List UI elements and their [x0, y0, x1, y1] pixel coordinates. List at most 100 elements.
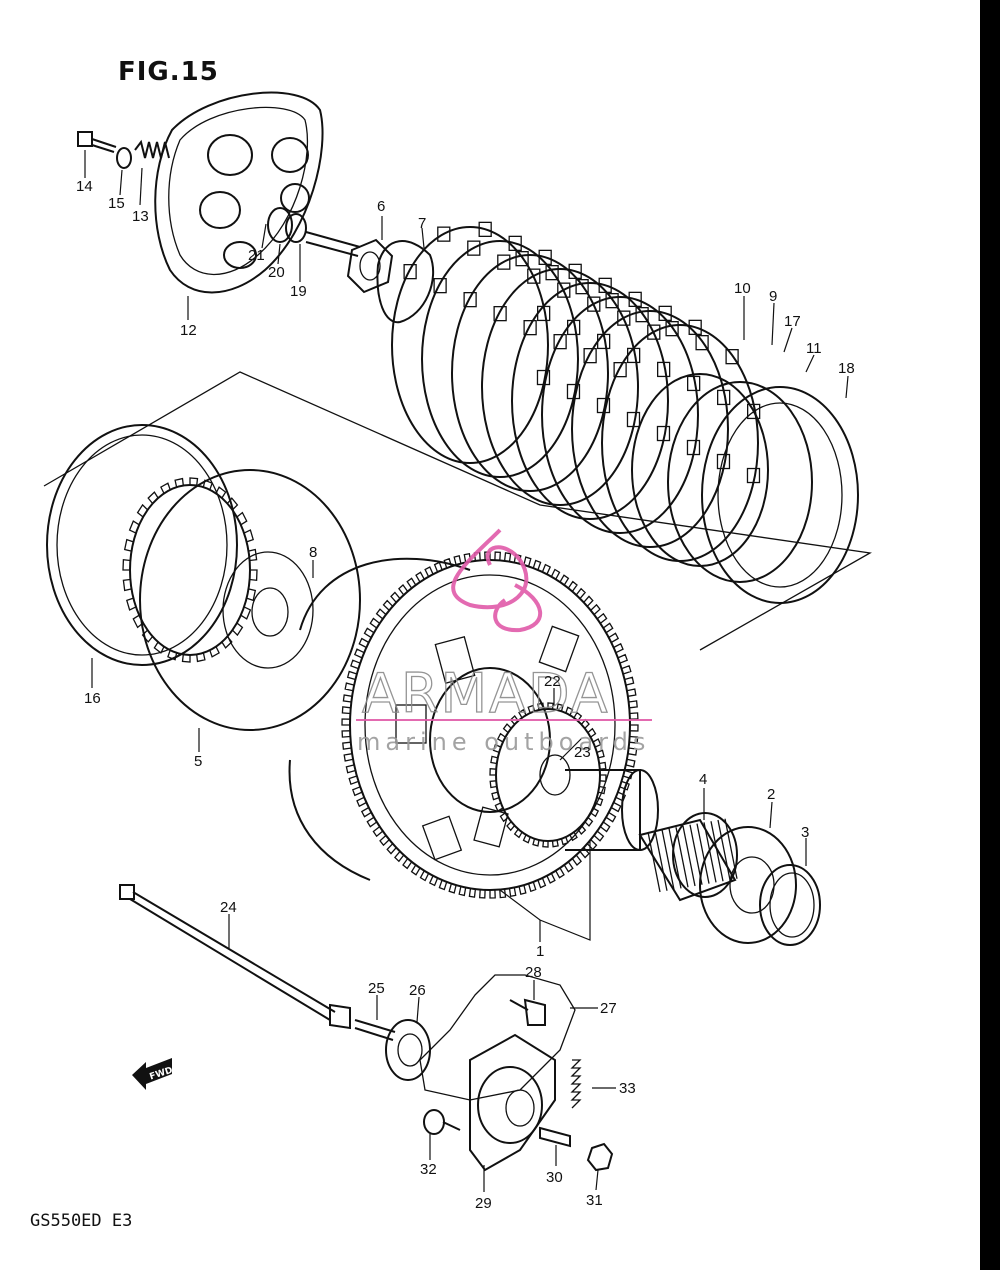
washer-21: [285, 213, 307, 243]
pressure-plate-assembly: [77, 91, 361, 294]
bearing-20: [267, 207, 293, 243]
washer-15: [116, 147, 132, 169]
plate-tab: [746, 467, 761, 484]
nut-6: [346, 238, 394, 294]
needle-bearing-4: [638, 812, 738, 902]
plate-tab: [523, 320, 537, 336]
callout-16: 16: [84, 690, 101, 707]
assembly-box: [43, 371, 872, 651]
callout-11: 11: [806, 340, 822, 357]
callout-1: 1: [536, 943, 544, 960]
watermark: ARMADA marine outboards: [356, 528, 652, 756]
callout-23: 23: [574, 744, 591, 761]
pump-drive-gear-22: [495, 708, 601, 842]
plate-tab: [635, 307, 649, 323]
brand-logo-icon: [451, 528, 542, 633]
leader-lines: [84, 150, 849, 1192]
plate-tab: [747, 403, 761, 420]
callout-21: 21: [248, 247, 265, 264]
release-housing-29: [469, 1033, 556, 1172]
forward-arrow-icon: FWD: [132, 1058, 174, 1090]
callout-29: 29: [475, 1195, 492, 1212]
figure-title: FIG.15: [118, 57, 219, 87]
plate-tab: [553, 334, 567, 350]
bolt-28: [509, 998, 546, 1026]
plate-tab: [587, 296, 601, 312]
callout-labels: 14 15 13 21 20 19 12 6 7 10 9 17 11 18 8…: [76, 178, 855, 1212]
pump-gear-teeth: [489, 702, 607, 848]
callout-2: 2: [767, 786, 775, 803]
callout-14: 14: [76, 178, 93, 195]
callout-27: 27: [600, 1000, 617, 1017]
spacer-sleeve: [565, 769, 659, 851]
release-rod-24: [119, 884, 351, 1030]
callout-7: 7: [418, 215, 426, 232]
clutch-plate: [541, 296, 699, 534]
plate-tab: [687, 375, 701, 392]
plate-tab: [657, 361, 671, 378]
plate-tab: [658, 305, 672, 322]
gasket-27: [419, 974, 576, 1101]
plate-tab: [527, 268, 541, 284]
callout-22: 22: [544, 673, 561, 690]
spring-33: [570, 1059, 582, 1109]
bolt-14: [77, 131, 117, 153]
plate-tab: [605, 293, 619, 309]
callout-19: 19: [290, 283, 307, 300]
callout-31: 31: [586, 1192, 603, 1209]
oil-seal-26: [385, 1019, 431, 1081]
primary-gear-teeth: [341, 551, 639, 899]
plate-tab: [626, 411, 641, 428]
callout-13: 13: [132, 208, 149, 225]
plate-tab: [688, 319, 702, 336]
callout-33: 33: [619, 1080, 636, 1097]
plate-tab: [467, 240, 481, 256]
plate-tab: [437, 226, 451, 242]
plate-tab: [613, 362, 627, 378]
hub-spline-teeth: [122, 477, 258, 663]
pressure-plate-12: [154, 91, 324, 294]
plate-tab: [656, 425, 671, 442]
right-border: [980, 0, 1000, 1270]
pin-25: [354, 1019, 396, 1041]
callout-17: 17: [784, 313, 801, 330]
callout-6: 6: [377, 198, 385, 215]
callout-32: 32: [420, 1161, 437, 1178]
plate-tab: [583, 348, 597, 364]
callout-3: 3: [801, 824, 809, 841]
clutch-plate: [391, 226, 549, 464]
plate-tab: [433, 278, 447, 294]
plate-tab: [538, 249, 552, 266]
plate-tab: [463, 292, 477, 308]
plate-tab: [536, 369, 551, 386]
callout-4: 4: [699, 771, 707, 788]
plate-tab: [598, 277, 612, 294]
clutch-plate: [511, 282, 669, 520]
clutch-plate: [571, 310, 729, 548]
plate-tab: [403, 264, 417, 280]
callout-5: 5: [194, 753, 202, 770]
plate-tab: [617, 310, 631, 326]
plate-tab: [575, 279, 589, 295]
callout-25: 25: [368, 980, 385, 997]
callout-10: 10: [734, 280, 751, 297]
plate-11: [667, 381, 813, 583]
callout-24: 24: [220, 899, 237, 916]
watermark-tagline: marine outboards: [357, 728, 650, 756]
plate-10: [631, 373, 769, 567]
spacer-ring-3: [759, 864, 821, 946]
model-code: GS550ED E3: [30, 1211, 132, 1231]
plate-tab: [596, 397, 611, 414]
plate-tab: [515, 251, 529, 267]
plate-tab: [686, 439, 701, 456]
callout-28: 28: [525, 964, 542, 981]
plate-tab: [478, 221, 492, 238]
plate-tab: [665, 321, 679, 337]
screw-32: [423, 1109, 461, 1135]
plate-tab: [497, 254, 511, 270]
clutch-sleeve-hub-5: [129, 469, 361, 731]
plate-tab: [557, 282, 571, 298]
plate-tab: [628, 291, 642, 308]
thrust-washer-16: [46, 424, 238, 666]
